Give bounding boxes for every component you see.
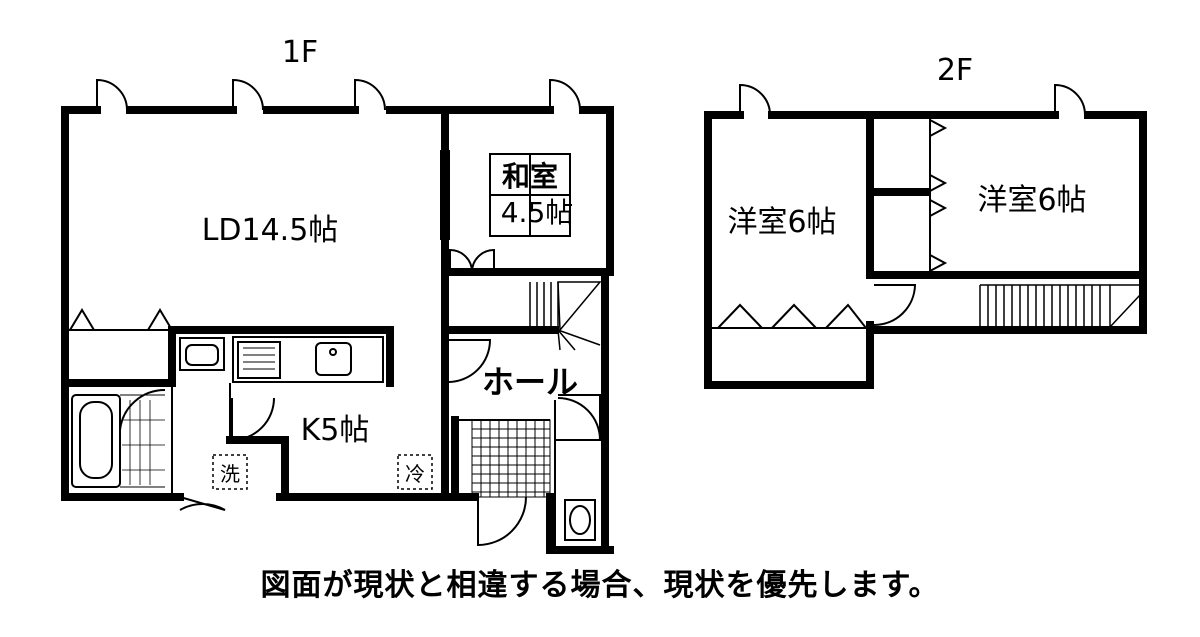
- entrance-tile-floor: [471, 419, 551, 498]
- tatami-mats: [489, 153, 571, 237]
- bathtub: [71, 394, 165, 488]
- washer-space: [212, 454, 248, 490]
- washbasin: [179, 337, 225, 371]
- first-floor-stairs: [529, 281, 602, 351]
- washer-label: 洗: [220, 462, 240, 486]
- kitchen-counter: [232, 336, 384, 383]
- disclaimer-note: 図面が現状と相違する場合、現状を優先します。: [260, 568, 940, 603]
- toilet: [564, 499, 596, 541]
- washitsu-label-line2: 4.5帖: [501, 196, 574, 229]
- first-floor-plan: [61, 78, 614, 554]
- second-floor-label: 2F: [937, 53, 973, 88]
- first-floor-doors: [96, 78, 601, 547]
- second-floor-walls: [704, 111, 1147, 389]
- kitchen-label: K5帖: [301, 413, 370, 448]
- second-floor-room-right-label: 洋室6帖: [977, 183, 1086, 218]
- first-floor-label: 1F: [282, 35, 318, 70]
- second-floor-plan: [704, 83, 1147, 389]
- washitsu-label-line1: 和室: [502, 160, 558, 193]
- hall-label: ホール: [482, 363, 578, 401]
- fridge-space: [397, 454, 433, 490]
- ld-room-label: LD14.5帖: [202, 213, 339, 248]
- second-floor-room-left-label: 洋室6帖: [727, 205, 836, 240]
- second-floor-thin-lines: [712, 83, 1141, 329]
- fridge-label: 冷: [405, 462, 425, 486]
- first-floor-walls: [61, 106, 614, 554]
